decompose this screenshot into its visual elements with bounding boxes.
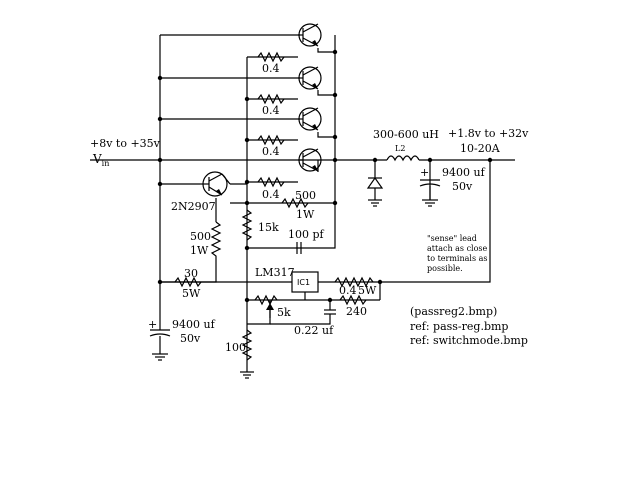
pass-transistor-4 (298, 148, 322, 172)
label-r-emitter-3: 0.4 (262, 145, 280, 158)
junction-dots (157, 49, 493, 303)
capacitor-output-9400uf (419, 179, 441, 207)
label-r30-power: 5W (182, 287, 201, 300)
note-line-1: "sense" lead (427, 234, 477, 243)
capacitor-input-9400uf (149, 329, 171, 361)
label-vout-range: +1.8v to +32v (448, 127, 529, 140)
label-r500b-value: 500 (190, 230, 211, 243)
label-transistor-part: 2N2907 (171, 200, 216, 213)
label-inductor-value: 300-600 uH (373, 128, 439, 141)
label-cap-in-polarity: + (148, 318, 157, 331)
label-r30-value: 30 (184, 267, 198, 280)
resistor-100 (241, 329, 253, 361)
resistor-15k (241, 209, 253, 241)
label-r500-power: 1W (296, 208, 315, 221)
label-vin: Vin (92, 152, 109, 168)
label-r-emitter-4: 0.4 (262, 188, 280, 201)
note-line-4: possible. (427, 264, 463, 273)
ref-line-1: (passreg2.bmp) (410, 305, 497, 318)
resistor-240 (339, 294, 367, 306)
pass-transistor-3 (298, 107, 322, 131)
label-r240-value: 240 (346, 305, 367, 318)
label-r100-value: 100 (225, 341, 246, 354)
label-r-sense-power: 5W (358, 284, 377, 297)
transistor-2n2907 (200, 171, 231, 197)
label-r5k-value: 5k (277, 306, 291, 319)
ref-line-2: ref: pass-reg.bmp (410, 320, 508, 333)
label-c100pf-value: 100 pf (288, 228, 325, 241)
resistor-500-1w (281, 197, 309, 209)
label-r-emitter-2: 0.4 (262, 104, 280, 117)
label-vin-main: V (92, 152, 102, 166)
resistor-500-1w-vertical (210, 221, 222, 265)
label-cap-out-voltage: 50v (452, 180, 473, 193)
label-c022-value: 0.22 uf (294, 324, 334, 337)
label-vin-range: +8v to +35v (90, 137, 161, 150)
label-cap-out-polarity: + (420, 166, 429, 179)
resistor-sense-0-4-5w (334, 276, 374, 288)
label-cap-out-value: 9400 uf (442, 166, 486, 179)
label-r-sense-value: 0.4 (339, 284, 357, 297)
ground-icon-100 (240, 371, 254, 379)
label-r15k-value: 15k (258, 221, 279, 234)
note-line-2: attach as close (427, 244, 488, 253)
label-r500b-power: 1W (190, 244, 209, 257)
emitter-resistor-4 (257, 176, 285, 188)
pass-transistor-1 (298, 23, 322, 47)
pass-transistor-2 (298, 66, 322, 90)
resistor-30-5w (174, 276, 202, 288)
emitter-resistor-2 (257, 93, 285, 105)
ref-line-3: ref: switchmode.bmp (410, 334, 528, 347)
label-vin-sub: in (102, 159, 110, 168)
label-regulator-part: LM317 (255, 266, 295, 279)
trimmer-5k (254, 294, 278, 318)
label-r500-value: 500 (295, 189, 316, 202)
capacitor-100pf (296, 242, 302, 254)
note-line-3: to terminals as (427, 254, 488, 263)
capacitor-0-22uf (270, 309, 336, 325)
inductor-l2 (386, 153, 420, 163)
label-vout-current: 10-20A (460, 142, 501, 155)
emitter-resistor-3 (257, 134, 285, 146)
regulator-lm317 (291, 271, 319, 293)
label-inductor-ref: L2 (395, 144, 405, 153)
label-cap-in-voltage: 50v (180, 332, 201, 345)
diode-icon (366, 176, 384, 207)
label-regulator-ref: IC1 (297, 278, 310, 287)
wiring (90, 34, 515, 372)
emitter-resistor-1 (257, 51, 285, 63)
label-cap-in-value: 9400 uf (172, 318, 216, 331)
label-r-emitter-1: 0.4 (262, 62, 280, 75)
